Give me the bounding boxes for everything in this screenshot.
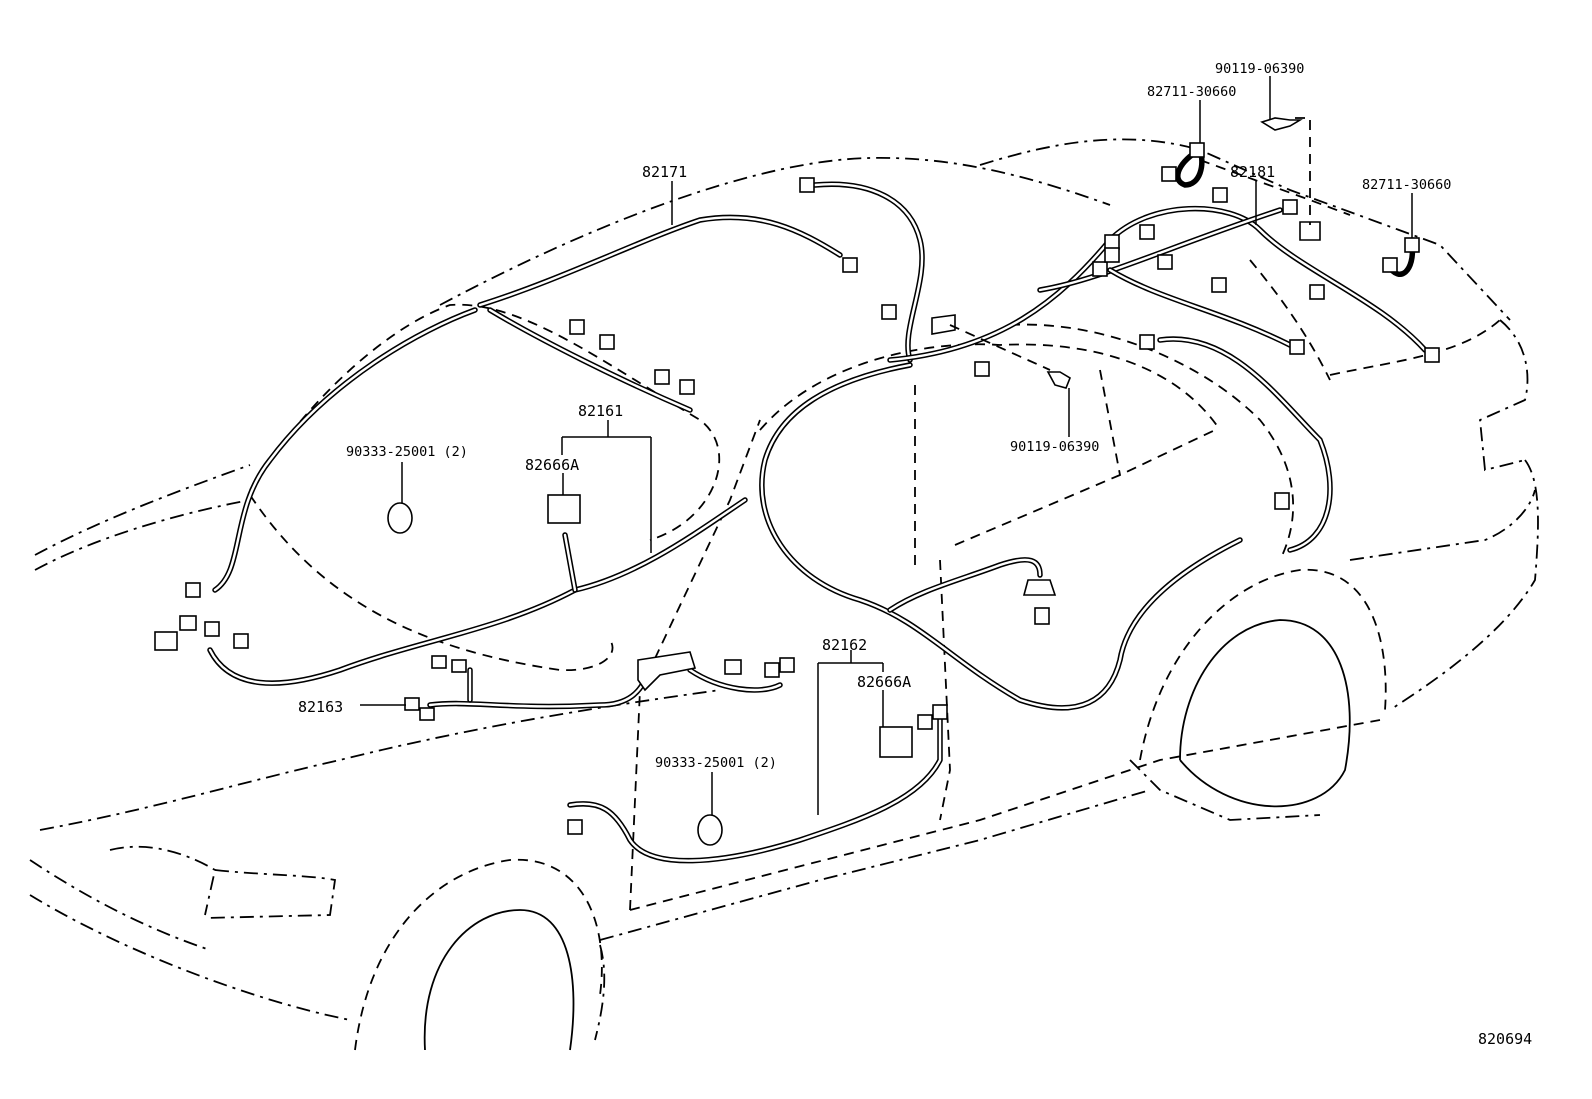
connector — [1034, 607, 1050, 625]
screw — [1046, 371, 1071, 389]
catalog-number: 820694 — [1478, 1030, 1532, 1048]
harness-bracket — [637, 651, 697, 692]
connector — [1157, 254, 1173, 270]
connector — [154, 631, 178, 651]
clamp — [1404, 237, 1420, 253]
label-82666a-lh: 82666A — [525, 456, 579, 474]
connector — [679, 379, 695, 395]
connector — [233, 633, 249, 649]
connector — [1212, 187, 1228, 203]
label-82171: 82171 — [642, 163, 687, 181]
clamp — [1189, 142, 1205, 158]
label-hole-plug-rear: 90333-25001 (2) — [655, 755, 777, 771]
connectors — [154, 117, 1440, 846]
label-screw-mid: 90119-06390 — [1010, 439, 1099, 455]
label-82161: 82161 — [578, 402, 623, 420]
connector — [974, 361, 990, 377]
connector — [881, 304, 897, 320]
connector — [1424, 347, 1440, 363]
connector — [779, 657, 795, 673]
label-82162: 82162 — [822, 636, 867, 654]
connector — [1382, 257, 1398, 273]
connector — [567, 819, 583, 835]
label-screw-top: 90119-06390 — [1215, 61, 1304, 77]
harness-bracket — [931, 314, 956, 335]
connector — [654, 369, 670, 385]
connector — [599, 334, 615, 350]
connector — [1211, 277, 1227, 293]
part-labels: 82171 82161 82666A 90333-25001 (2) 82162… — [298, 61, 1532, 1048]
connector — [932, 704, 948, 720]
connector — [1104, 247, 1120, 263]
screw — [1260, 117, 1303, 131]
connector — [185, 582, 201, 598]
car-body-outline — [29, 138, 1539, 1051]
label-clamp-left: 82711-30660 — [1147, 84, 1236, 100]
connector — [1139, 334, 1155, 350]
connector — [1161, 166, 1177, 182]
label-hole-plug-front: 90333-25001 (2) — [346, 444, 468, 460]
connector — [724, 659, 742, 675]
connector — [1092, 261, 1108, 277]
junction-block-lh — [547, 494, 581, 524]
label-82163: 82163 — [298, 698, 343, 716]
harness-bracket — [1299, 221, 1321, 241]
connector — [179, 615, 197, 631]
connector — [1282, 199, 1298, 215]
label-82666a-rh: 82666A — [857, 673, 911, 691]
leader-lines — [360, 76, 1413, 815]
connector — [1104, 234, 1120, 250]
connector — [451, 659, 467, 673]
connector — [764, 662, 780, 678]
connector — [842, 257, 858, 273]
hole-plug — [387, 502, 413, 534]
connector — [917, 714, 933, 730]
connector — [419, 707, 435, 721]
connector — [799, 177, 815, 193]
connector — [1289, 339, 1305, 355]
label-clamp-right: 82711-30660 — [1362, 177, 1451, 193]
connector — [204, 621, 220, 637]
connector — [569, 319, 585, 335]
junction-block-rh — [879, 726, 913, 758]
harness-group — [207, 147, 1428, 864]
connector — [1274, 492, 1290, 510]
connector — [1309, 284, 1325, 300]
connector — [404, 697, 420, 711]
grommet — [1022, 579, 1057, 596]
connector — [431, 655, 447, 669]
hole-plug — [697, 814, 723, 846]
connector — [1139, 224, 1155, 240]
label-82181: 82181 — [1230, 163, 1275, 181]
roof-harness — [477, 214, 843, 308]
